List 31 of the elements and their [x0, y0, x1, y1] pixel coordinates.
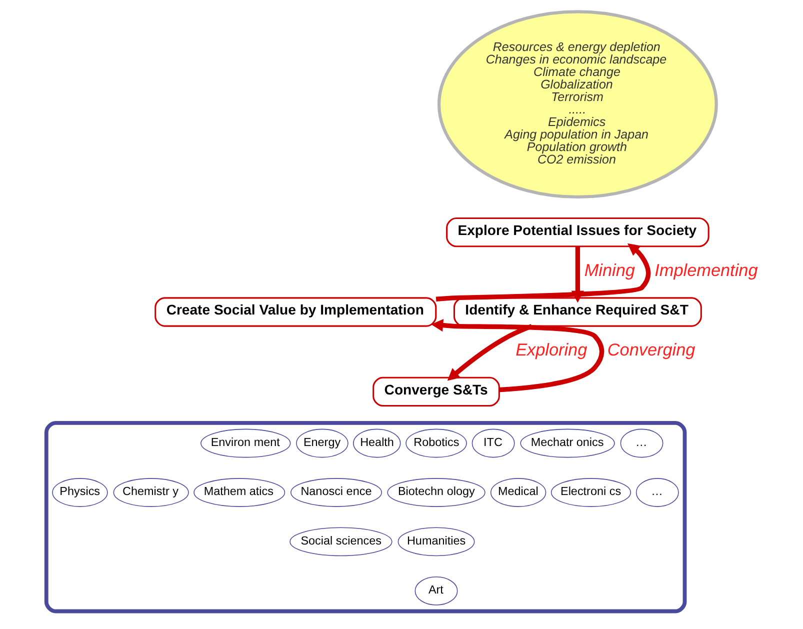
node-box: Explore Potential Issues for Society [446, 217, 710, 248]
node-ellipse: Robotics [406, 428, 467, 458]
node-ellipse: … [620, 428, 664, 458]
node-ellipse: Social sciences [290, 527, 392, 556]
arrow [431, 318, 604, 392]
edge-label: Mining [584, 260, 635, 280]
node-ellipse: Resources & energy depletion Changes in economic landscape Climate change Globalization Terrorism ..... Epidemics Aging population in Japan Population growth CO2 emission [437, 10, 718, 199]
node-ellipse: Medical [490, 478, 546, 507]
node-ellipse: Health [353, 428, 401, 458]
edge-label: Implementing [654, 260, 758, 280]
node-ellipse: Mathem atics [194, 478, 286, 507]
node-ellipse: Humanities [398, 527, 475, 556]
node-ellipse: Electroni cs [550, 478, 632, 507]
node-ellipse: Art [414, 576, 458, 606]
node-ellipse: Biotechn ology [387, 478, 486, 507]
node-box: Identify & Enhance Required S&T [453, 297, 702, 327]
node-ellipse: Chemistr y [113, 478, 189, 507]
arrow [447, 324, 533, 381]
node-ellipse: Energy [296, 428, 348, 458]
node-ellipse: Mechatr onics [520, 428, 615, 458]
arrow [436, 243, 651, 302]
edge-label: Exploring [516, 339, 588, 360]
node-ellipse: Nanosci ence [290, 478, 382, 507]
edge-label: Converging [607, 339, 696, 360]
node-ellipse: Environ ment [200, 428, 291, 458]
cluster [44, 421, 687, 614]
node-box: Create Social Value by Implementation [154, 297, 437, 327]
node-box: Converge S&Ts [372, 376, 500, 407]
node-ellipse: ITC [472, 428, 515, 458]
node-ellipse: Physics [52, 478, 108, 507]
node-ellipse: … [636, 478, 679, 507]
